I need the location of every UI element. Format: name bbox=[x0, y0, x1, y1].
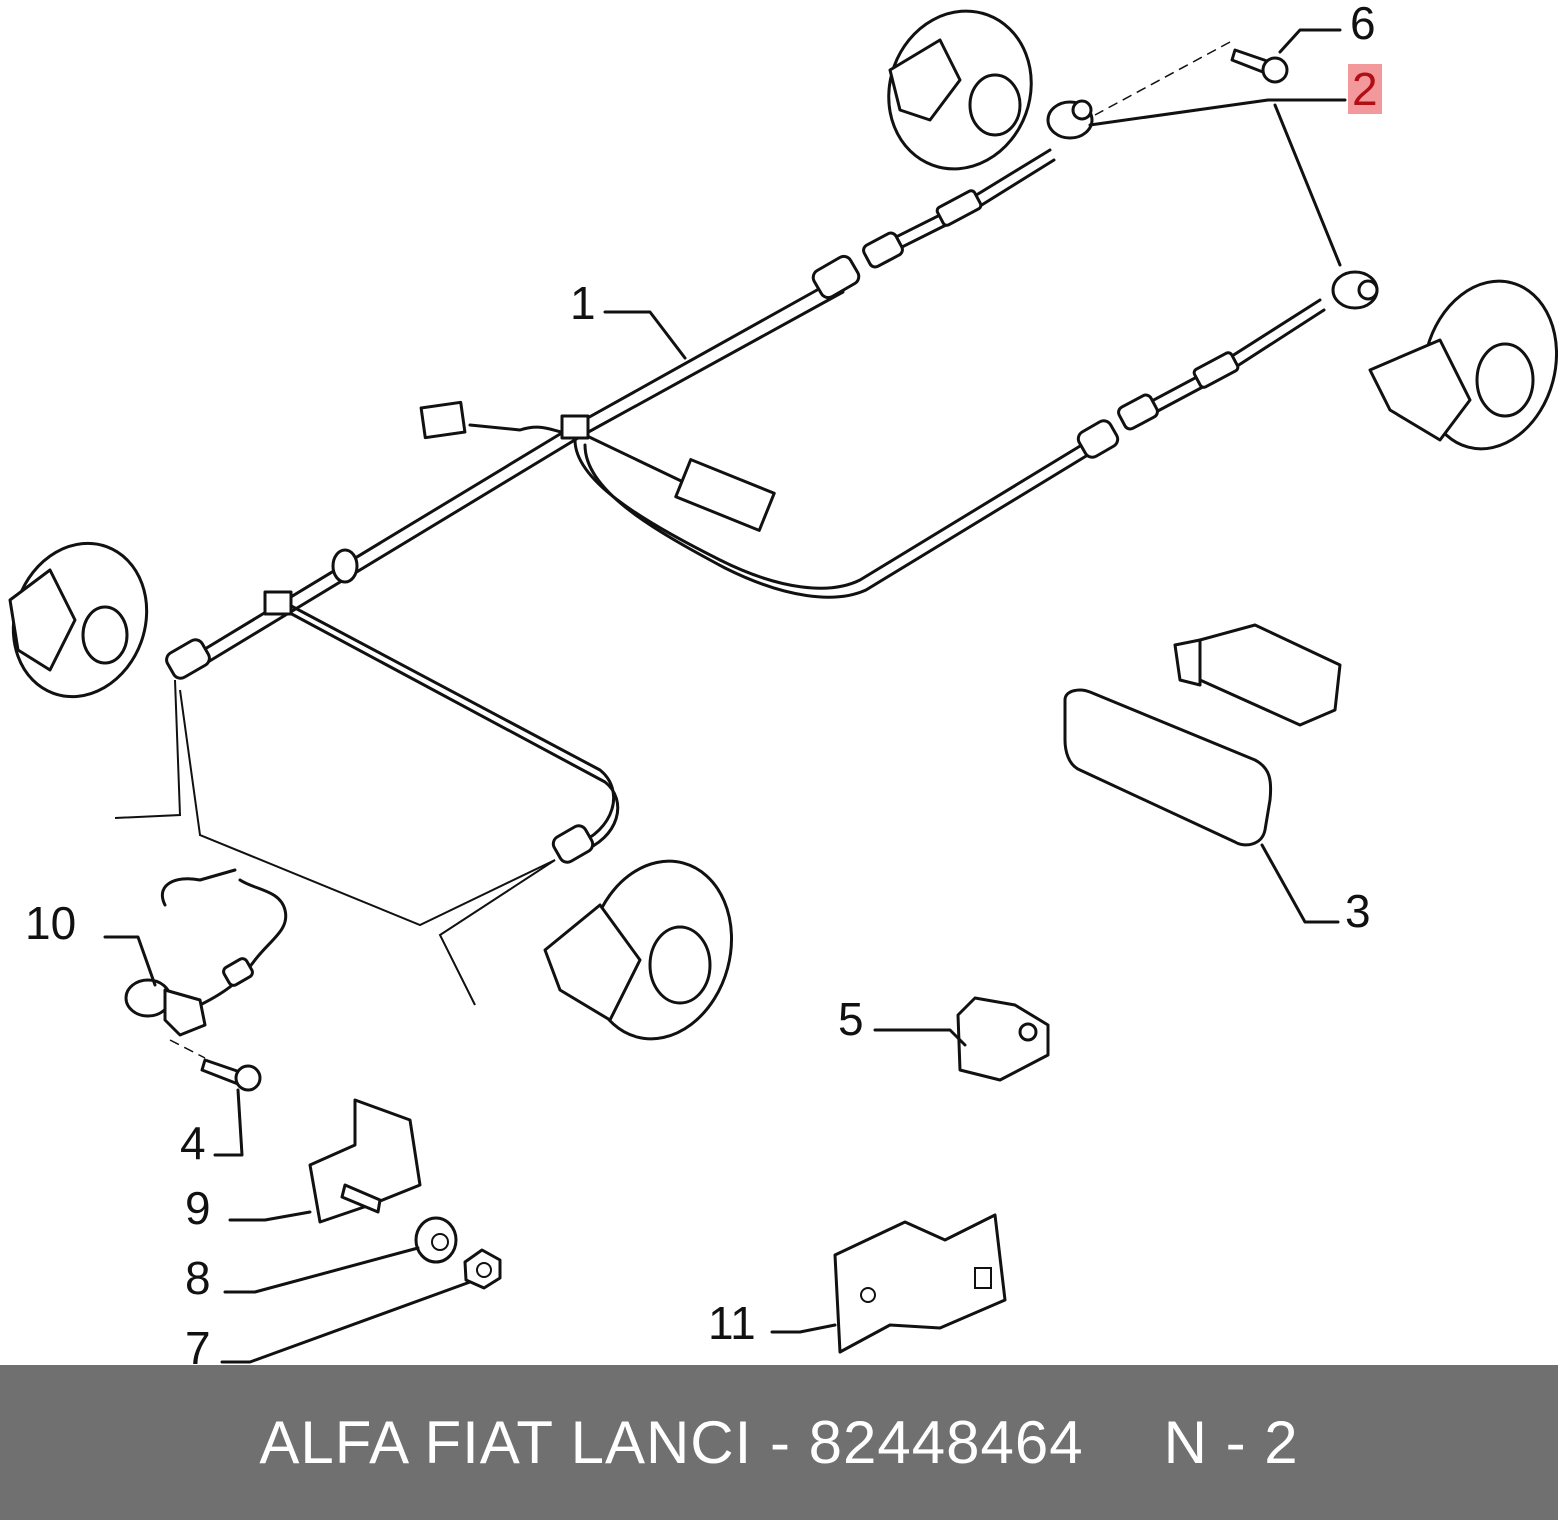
rear-sensor-lead bbox=[1117, 270, 1379, 431]
nut-8 bbox=[414, 1216, 458, 1264]
callout-7: 7 bbox=[185, 1322, 211, 1374]
callout-9: 9 bbox=[185, 1182, 211, 1234]
wiring-harness bbox=[165, 254, 1120, 864]
sensor-10 bbox=[124, 868, 288, 1037]
callout-5: 5 bbox=[838, 993, 864, 1045]
clip-5 bbox=[956, 996, 1050, 1082]
part-number-banner: ALFA FIAT LANCI - 82448464 N - 2 bbox=[0, 1365, 1558, 1520]
callout-8: 8 bbox=[185, 1252, 211, 1304]
brake-disc-rear-left bbox=[543, 859, 734, 1041]
screw-6 bbox=[1230, 48, 1289, 84]
callout-11: 11 bbox=[708, 1297, 756, 1349]
callout-10: 10 bbox=[25, 897, 77, 949]
screw-4 bbox=[200, 1058, 262, 1092]
callout-2: 2 bbox=[1348, 64, 1382, 114]
brand-part-number: ALFA FIAT LANCI - 82448464 bbox=[259, 1409, 1084, 1476]
callout-6: 6 bbox=[1350, 0, 1376, 49]
callout-4: 4 bbox=[180, 1117, 206, 1169]
brake-disc-front-right bbox=[887, 9, 1033, 171]
bracket-11 bbox=[833, 1213, 1007, 1354]
callout-3: 3 bbox=[1345, 885, 1371, 937]
nut-7 bbox=[463, 1248, 502, 1290]
abs-wiring-illustration bbox=[8, 9, 1558, 1364]
control-unit bbox=[1063, 623, 1342, 847]
front-sensor-lead bbox=[862, 99, 1094, 269]
diagram-code: N - 2 bbox=[1163, 1409, 1299, 1476]
leader-lines bbox=[103, 28, 1347, 1364]
brake-disc-front-left bbox=[8, 541, 149, 699]
brake-disc-rear-right bbox=[1368, 279, 1558, 451]
callout-1: 1 bbox=[570, 277, 596, 329]
bracket-9 bbox=[308, 1098, 422, 1224]
